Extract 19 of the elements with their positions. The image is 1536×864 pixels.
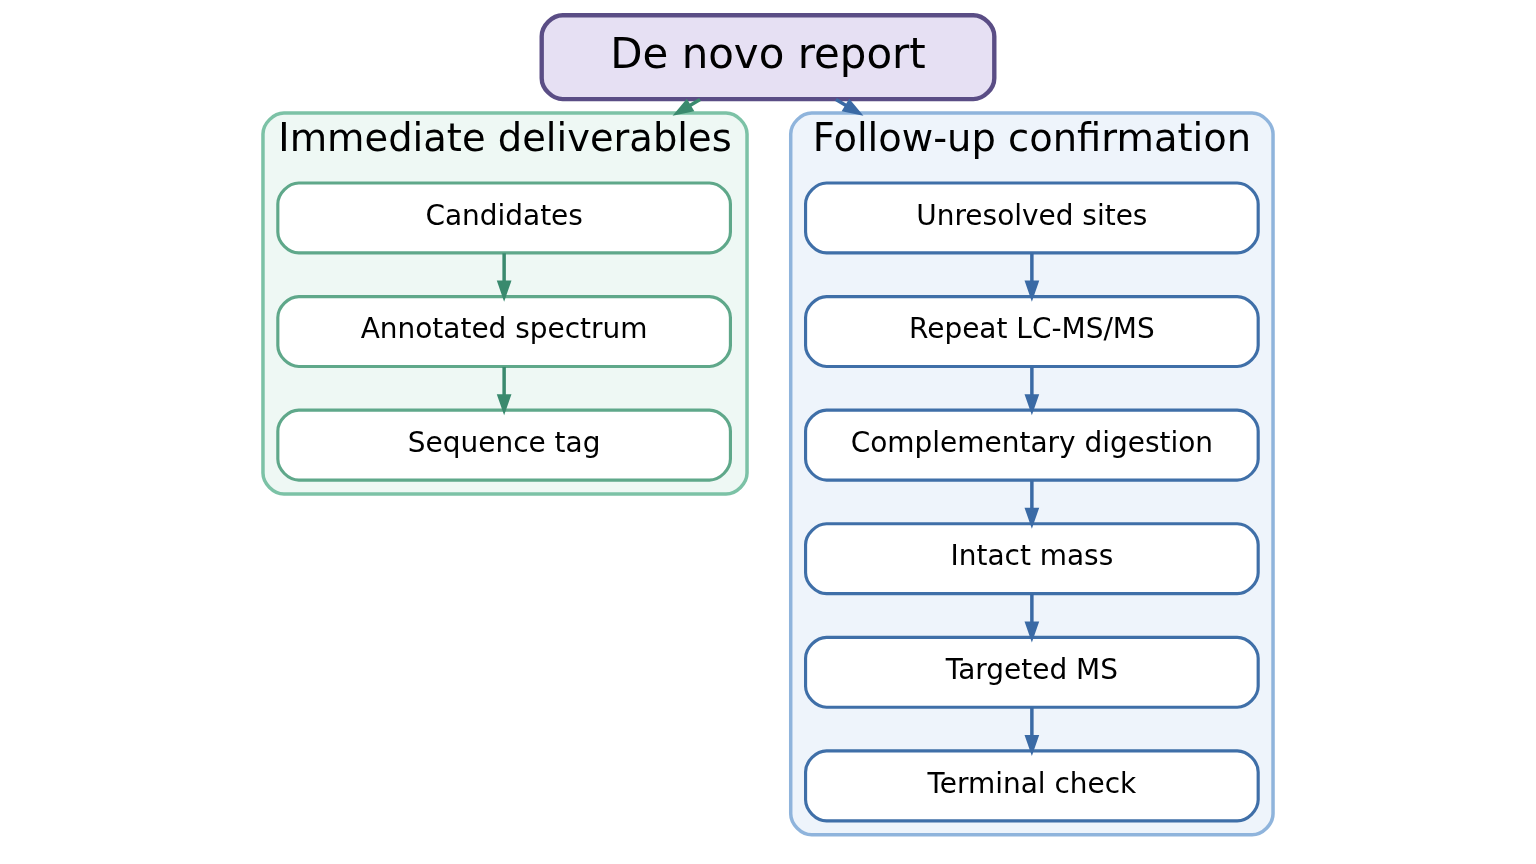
- arrow: [1024, 366, 1040, 416]
- arrow: [1024, 253, 1040, 302]
- arrow: [835, 97, 864, 116]
- node-box: Repeat LC-MS/MS: [804, 295, 1260, 369]
- arrow: [1024, 594, 1040, 643]
- node-box: Annotated spectrum: [276, 295, 732, 369]
- node-box: Intact mass: [804, 522, 1260, 596]
- node-box: Targeted MS: [804, 635, 1260, 709]
- node-box: De novo report: [539, 13, 997, 102]
- node-box: Complementary digestion: [804, 408, 1260, 482]
- arrow: [1024, 480, 1040, 529]
- arrow: [496, 366, 512, 416]
- arrow: [1024, 707, 1040, 756]
- arrow: [672, 97, 701, 116]
- arrow: [496, 253, 512, 302]
- node-box: Sequence tag: [276, 408, 732, 482]
- node-box: Candidates: [276, 181, 732, 255]
- node-box: Unresolved sites: [804, 181, 1260, 255]
- node-box: Terminal check: [804, 749, 1260, 823]
